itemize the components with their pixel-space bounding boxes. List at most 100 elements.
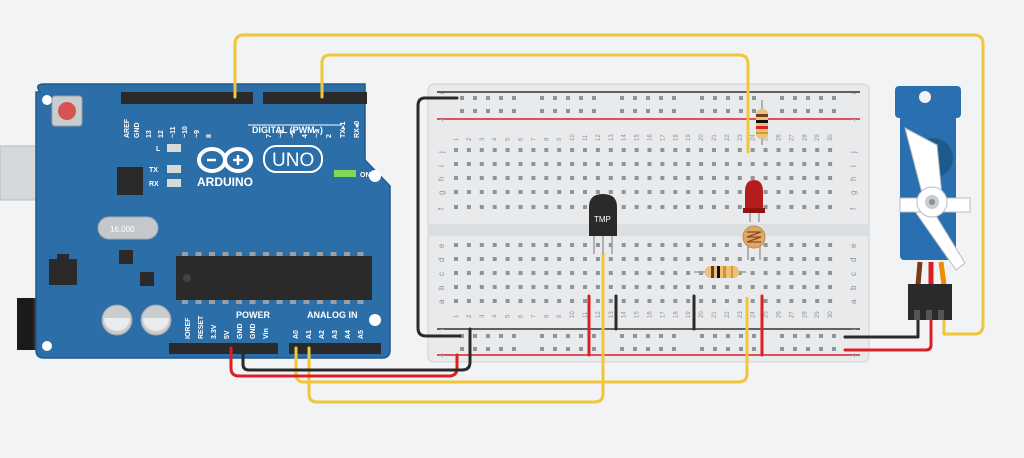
column-number: 4 — [493, 314, 499, 318]
column-number: 1 — [454, 137, 460, 141]
on-led — [334, 170, 356, 177]
model-label: UNO — [272, 150, 314, 171]
digital-pin-label: ~10 — [182, 126, 189, 138]
column-number: 26 — [777, 134, 783, 141]
wire-yellow-pin9-servo[interactable] — [233, 33, 985, 336]
analog-pin-label: A1 — [306, 330, 313, 339]
column-number: 17 — [660, 134, 666, 141]
wire-yellow-a1-tmp[interactable] — [307, 252, 605, 404]
mounting-hole — [42, 341, 52, 351]
digital-pin-label: ~6 — [278, 130, 285, 138]
column-number: 11 — [583, 311, 589, 318]
row-letter: d — [437, 258, 446, 262]
row-letter: g — [849, 191, 858, 195]
column-number: 2 — [467, 314, 473, 318]
red-led[interactable] — [743, 180, 765, 222]
column-number: 22 — [725, 134, 731, 141]
crystal — [97, 216, 159, 240]
row-letter: h — [849, 177, 858, 181]
wire-black-rail-jumper[interactable] — [416, 96, 462, 338]
usb-chip — [117, 167, 143, 195]
rail-plus-label-bl: + — [440, 351, 445, 360]
digital-pin-label: 12 — [158, 130, 165, 138]
wire-yellow-pin3-led[interactable] — [320, 53, 750, 154]
column-number: 29 — [815, 134, 821, 141]
mounting-hole — [42, 95, 52, 105]
column-number: 5 — [506, 137, 512, 141]
power-pin-label: 5V — [224, 330, 231, 339]
resistor-top[interactable] — [756, 100, 768, 145]
column-number: 7 — [531, 314, 537, 318]
column-number: 11 — [583, 134, 589, 141]
column-number: 21 — [712, 134, 718, 141]
analog-pin-label: A3 — [332, 330, 339, 339]
row-letter: i — [437, 165, 446, 167]
temperature-sensor[interactable]: TMP — [589, 194, 617, 254]
column-number: 19 — [686, 311, 692, 318]
header-power[interactable] — [169, 343, 278, 354]
digital-pin-label: RX◂0 — [354, 121, 361, 138]
row-letter: e — [437, 243, 446, 248]
led-tx — [167, 165, 181, 173]
photoresistor[interactable] — [742, 225, 766, 260]
analog-section-label: ANALOG IN — [307, 310, 358, 320]
wire-black-servo-gnd[interactable] — [843, 318, 920, 339]
column-number: 22 — [725, 311, 731, 318]
digital-pin-label: 7 — [266, 134, 273, 138]
small-chip — [140, 272, 154, 286]
regulator — [49, 259, 77, 285]
led-label-rx: RX — [149, 181, 159, 188]
column-number: 20 — [699, 134, 705, 141]
mounting-hole — [369, 170, 381, 182]
column-number: 15 — [635, 311, 641, 318]
row-letter: e — [849, 243, 858, 248]
digital-pin-label: GND — [134, 122, 141, 138]
power-pin-label: RESET — [198, 315, 205, 339]
microcontroller-chip — [176, 256, 372, 300]
analog-pin-label: A0 — [293, 330, 300, 339]
column-number: 24 — [751, 311, 757, 318]
header-analog[interactable] — [289, 343, 381, 354]
row-letter: a — [849, 299, 858, 304]
column-number: 9 — [557, 137, 563, 141]
mounting-hole — [369, 314, 381, 326]
servo-motor[interactable] — [895, 86, 971, 320]
header-digital-low[interactable] — [263, 92, 367, 104]
digital-pin-label: AREF — [124, 118, 131, 138]
column-number: 28 — [802, 311, 808, 318]
rail-plus-label-br: + — [852, 351, 857, 360]
digital-pin-label: 2 — [326, 134, 333, 138]
row-letter: c — [849, 272, 858, 276]
analog-pin-label: A4 — [345, 330, 352, 339]
wire-red-servo-power[interactable] — [843, 318, 933, 352]
digital-pin-label: 8 — [206, 134, 213, 138]
row-letter: h — [437, 177, 446, 181]
header-digital-high[interactable] — [121, 92, 253, 104]
column-number: 24 — [751, 134, 757, 141]
row-letter: i — [849, 165, 858, 167]
rail-minus-label-bl: − — [440, 325, 445, 334]
resistor-bottom[interactable] — [694, 266, 746, 278]
column-number: 13 — [609, 311, 615, 318]
power-pin-label: GND — [237, 323, 244, 339]
led-label-l: L — [156, 146, 161, 153]
analog-pin-label: A5 — [358, 330, 365, 339]
row-letter: a — [437, 299, 446, 304]
column-number: 23 — [738, 134, 744, 141]
column-number: 8 — [544, 137, 550, 141]
rail-minus-label-br: − — [852, 325, 857, 334]
column-number: 20 — [699, 311, 705, 318]
column-number: 3 — [480, 137, 486, 141]
power-pin-label: GND — [250, 323, 257, 339]
column-number: 1 — [454, 314, 460, 318]
wire-black-gnd[interactable] — [241, 327, 472, 372]
servo-horn[interactable] — [899, 127, 971, 271]
column-number: 9 — [557, 314, 563, 318]
crystal-label: 16.000 — [110, 225, 135, 234]
digital-pin-label: ~11 — [170, 126, 177, 138]
column-number: 2 — [467, 137, 473, 141]
on-label: ON — [360, 172, 371, 179]
column-number: 3 — [480, 314, 486, 318]
